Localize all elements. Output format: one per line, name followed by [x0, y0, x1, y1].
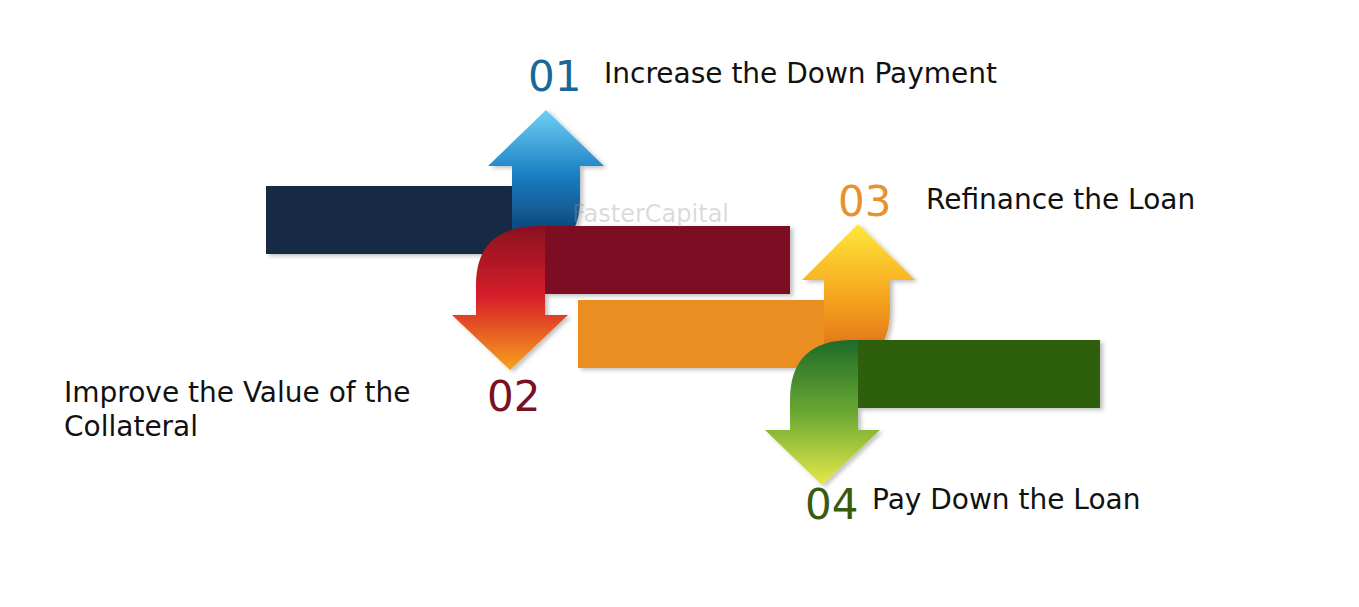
callout-number: 04: [805, 480, 858, 530]
callout-number: 03: [838, 177, 891, 227]
step-label: Increase the Down Payment: [604, 57, 997, 91]
step-label: Refinance the Loan: [926, 183, 1195, 217]
callout-number: 02: [487, 372, 540, 422]
ribbon-arrow-04: [765, 340, 1100, 485]
watermark: FasterCapital: [572, 200, 729, 229]
step-label: Pay Down the Loan: [872, 483, 1141, 517]
callout-number: 01: [528, 52, 581, 102]
step-label: Improve the Value of the Collateral: [64, 376, 444, 443]
